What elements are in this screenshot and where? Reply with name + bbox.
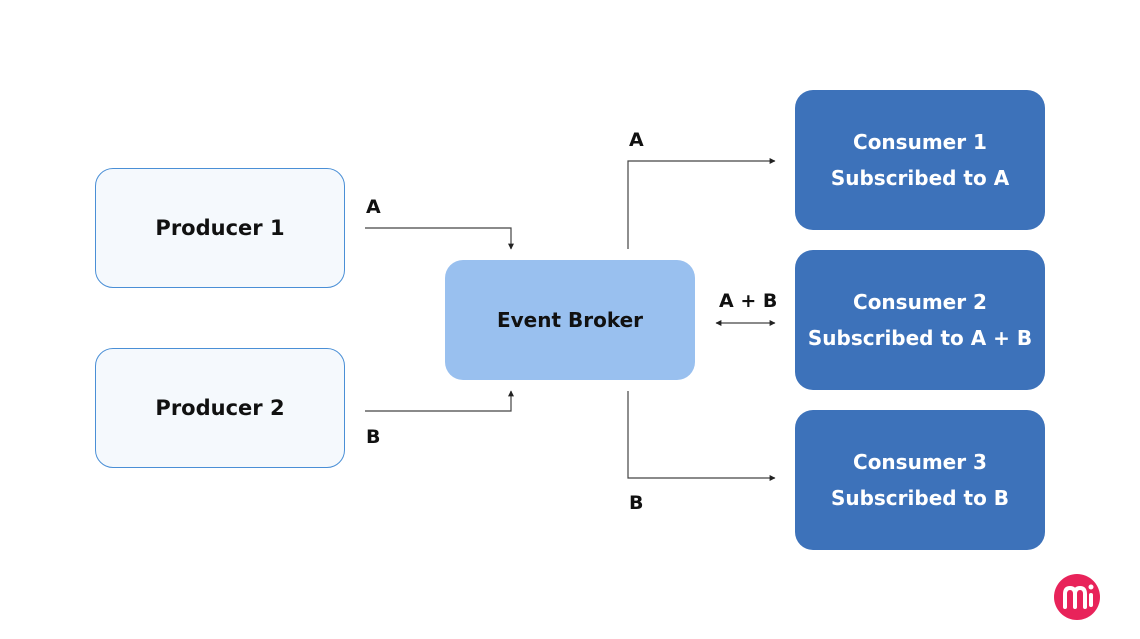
producer-1-label: Producer 1 [155,216,285,240]
producer-1-box: Producer 1 [95,168,345,288]
consumer-3-name: Consumer 3 [853,450,987,474]
producer1-to-broker-connector [365,227,514,250]
consumer-3-subscription: Subscribed to B [830,486,1010,510]
producer-2-box: Producer 2 [95,348,345,468]
event-broker-label: Event Broker [496,308,644,332]
producer1-event-label: A [366,196,381,218]
consumer-3-box: Consumer 3 Subscribed to B [795,410,1045,550]
consumer-2-name: Consumer 2 [853,290,987,314]
consumer1-event-label: A [629,129,644,151]
consumer-1-box: Consumer 1 Subscribed to A [795,90,1045,230]
producer-2-label: Producer 2 [155,396,285,420]
consumer2-event-label: A + B [719,290,778,312]
event-broker-box: Event Broker [445,260,695,380]
consumer-1-name: Consumer 1 [853,130,987,154]
consumer-2-subscription: Subscribed to A + B [807,326,1033,350]
producer2-event-label: B [366,426,381,448]
consumer-1-subscription: Subscribed to A [830,166,1010,190]
consumer3-event-label: B [629,492,644,514]
consumer-2-box: Consumer 2 Subscribed to A + B [795,250,1045,390]
brand-logo-icon [1054,574,1100,620]
broker-to-consumer1-connector [627,158,776,249]
producer2-to-broker-connector [365,390,514,412]
broker-to-consumer3-connector [627,391,776,481]
